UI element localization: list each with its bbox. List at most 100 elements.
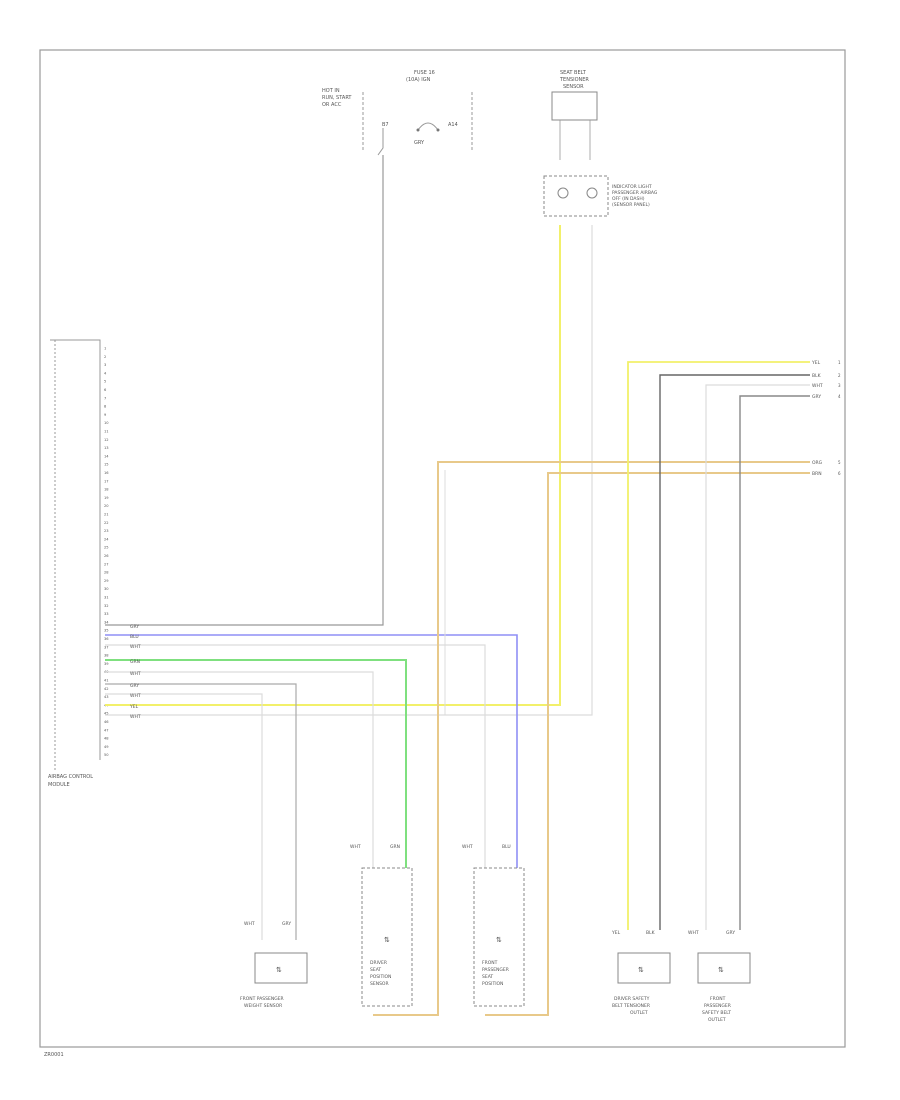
module-pin-number: 36 [104, 637, 109, 641]
pbt-label-line1: FRONT [710, 996, 726, 1002]
mwl-gry: GRY [130, 624, 139, 630]
module-pin-number: 10 [104, 421, 109, 425]
footer-code: ZR0001 [44, 1052, 64, 1058]
module-pin-number: 42 [104, 687, 109, 691]
fpw-glyph: ⇅ [276, 966, 282, 974]
module-pin-number: 12 [104, 438, 109, 442]
psp-label-line1: FRONT [482, 960, 498, 966]
module-pin-number: 35 [104, 629, 109, 633]
wire-orange-pass [485, 472, 810, 1016]
module-pin-number: 3 [104, 363, 106, 367]
mwl-yel: YEL [129, 704, 139, 710]
module-pin-number: 41 [104, 679, 109, 683]
sensor-connector-line2: PASSENGER AIRBAG [612, 190, 658, 196]
psp-glyph: ⇅ [496, 936, 502, 944]
dsp-wire-a: WHT [350, 844, 361, 850]
module-pin-number: 22 [104, 521, 109, 525]
rc-pin-6: 6 [838, 471, 841, 476]
wire-orange-driver [373, 461, 810, 1016]
module-pin-number: 45 [104, 712, 109, 716]
psp-wire-a: WHT [462, 844, 473, 850]
module-pin-number: 18 [104, 488, 109, 492]
fpw-wire-b: GRY [282, 921, 291, 927]
module-pin-number: 49 [104, 745, 109, 749]
module-pin-number: 9 [104, 413, 107, 417]
wire-light-sensor [105, 225, 593, 716]
passenger-seat-position-sensor: WHT BLU ⇅ FRONT PASSENGER SEAT POSITION [462, 844, 525, 1007]
psp-label-line2: PASSENGER [482, 967, 509, 973]
mwl-wht1: WHT [130, 644, 141, 650]
fuse-label-line1: FUSE 16 [414, 70, 435, 76]
sensor-top-line2: TENSIONER [559, 77, 589, 83]
module-pin-number: 32 [104, 604, 109, 608]
module-pin-number: 24 [104, 537, 109, 541]
hot-in-run-line3: OR ACC [322, 102, 342, 108]
module-pin-number: 26 [104, 554, 109, 558]
module-pin-number: 50 [104, 753, 109, 757]
sensor-connector-line1: INDICATOR LIGHT [612, 184, 652, 190]
module-pin-number: 7 [104, 396, 106, 400]
module-pin-number: 48 [104, 737, 109, 741]
module-pin-number: 19 [104, 496, 109, 500]
psp-box [473, 867, 525, 1007]
module-pin-number: 21 [104, 513, 109, 517]
sensor-top-box [551, 91, 598, 121]
wire-green [105, 659, 407, 868]
module-pin-number: 28 [104, 571, 109, 575]
sensor-top-line3: SENSOR [563, 84, 584, 90]
dsp-label-line4: SENSOR [370, 981, 389, 987]
sensor-connector-line4: (SENSOR PANEL) [612, 202, 650, 208]
wire-dark-right [659, 374, 810, 930]
psp-label-line3: SEAT [482, 974, 493, 980]
module-pin-number: 43 [104, 695, 109, 699]
rc-pin-3: 3 [838, 383, 841, 388]
module-label-line1: AIRBAG CONTROL [48, 774, 93, 780]
module-pin-number: 27 [104, 562, 109, 566]
module-pin-number: 30 [104, 587, 109, 591]
dbt-label-line2: BELT TENSIONER [612, 1003, 650, 1009]
wire-gray-weight-a [105, 683, 297, 940]
fpw-wire-a: WHT [244, 921, 255, 927]
diagram-frame [39, 49, 846, 1048]
dsp-label-line1: DRIVER [370, 960, 387, 966]
mwl-wht4: WHT [130, 714, 141, 720]
dbt-wire-b: BLK [646, 930, 656, 936]
mwl-gry2: GRY [130, 683, 139, 689]
mwl-grn: GRN [130, 659, 140, 665]
module-pin-number: 5 [104, 380, 106, 384]
module-pin-number: 46 [104, 720, 109, 724]
wire-gray-pass-seat [105, 644, 486, 868]
module-pin-number: 23 [104, 529, 109, 533]
wire-light-right [705, 384, 810, 930]
module-pin-number: 29 [104, 579, 109, 583]
rc-pin-4: 4 [838, 394, 841, 399]
pbt-wire-b: GRY [726, 930, 735, 936]
module-label-line2: MODULE [48, 782, 70, 788]
module-pin-number: 8 [104, 405, 107, 409]
passenger-belt-tensioner-outlet: WHT GRY ⇅ FRONT PASSENGER SAFETY BELT OU… [688, 930, 751, 1023]
airbag-control-module: 1234567891011121314151617181920212223242… [48, 339, 109, 788]
module-pin-number: 39 [104, 662, 109, 666]
fpw-label-line1: FRONT PASSENGER [240, 996, 284, 1002]
module-pin-ticks: 1234567891011121314151617181920212223242… [104, 347, 109, 758]
pbt-wire-a: WHT [688, 930, 699, 936]
dbt-label-line3: OUTLET [630, 1010, 648, 1016]
module-pin-number: 13 [104, 446, 109, 450]
rc-pin-1: 1 [838, 360, 841, 365]
dbt-wire-a: YEL [611, 930, 621, 936]
module-pin-number: 47 [104, 728, 109, 732]
fuse-block: FUSE 16 (10A) IGN B7 A14 GRY [362, 70, 473, 156]
module-pin-number: 6 [104, 388, 107, 392]
rc-pin-2: 2 [838, 373, 841, 378]
module-pin-number: 25 [104, 546, 109, 550]
mwl-wht2: WHT [130, 671, 141, 677]
sensor-connector-box [543, 175, 609, 217]
module-pin-number: 38 [104, 654, 109, 658]
right-connector: YEL BLK WHT GRY ORG BRN 1 2 3 4 5 6 [811, 360, 841, 477]
module-pin-number: 37 [104, 645, 109, 649]
module-pin-number: 34 [104, 620, 109, 624]
module-pin-number: 1 [104, 347, 106, 351]
module-pin-number: 17 [104, 479, 109, 483]
rc-label-1: YEL [811, 360, 821, 366]
